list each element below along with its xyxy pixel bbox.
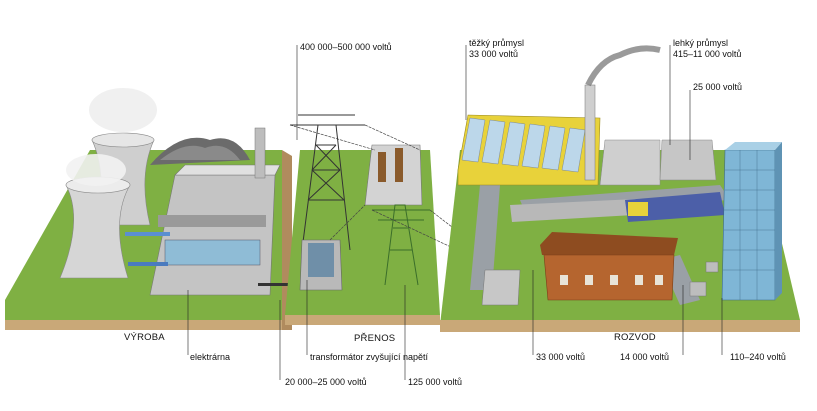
label-power-plant: elektrárna — [190, 352, 230, 362]
label-transmission-voltage: 400 000–500 000 voltů — [300, 42, 392, 52]
label-14k-volts: 14 000 voltů — [620, 352, 669, 362]
substation — [365, 145, 422, 205]
step-up-transformer — [300, 240, 342, 290]
distribution-substation-box — [482, 270, 520, 305]
light-industry-buildings — [600, 140, 716, 185]
label-light-industry-voltage: 415–11 000 voltů — [673, 49, 741, 59]
label-generation-voltage: 20 000–25 000 voltů — [285, 377, 367, 387]
label-heavy-industry: těžký průmysl — [469, 38, 524, 48]
section-label-transmission: PŘENOS — [354, 333, 395, 344]
residential-houses — [540, 232, 678, 300]
label-heavy-industry-voltage: 33 000 voltů — [469, 49, 518, 59]
label-household-voltage: 110–240 voltů — [730, 352, 786, 362]
label-125k-volts: 125 000 voltů — [408, 377, 462, 387]
section-label-generation: VÝROBA — [124, 332, 165, 343]
label-25k-volts: 25 000 voltů — [693, 82, 742, 92]
label-33k-volts: 33 000 voltů — [536, 352, 585, 362]
section-label-distribution: ROZVOD — [614, 332, 656, 343]
office-tower — [722, 142, 782, 300]
label-light-industry: lehký průmysl — [673, 38, 728, 48]
label-step-up-transformer: transformátor zvyšující napětí — [310, 352, 428, 362]
